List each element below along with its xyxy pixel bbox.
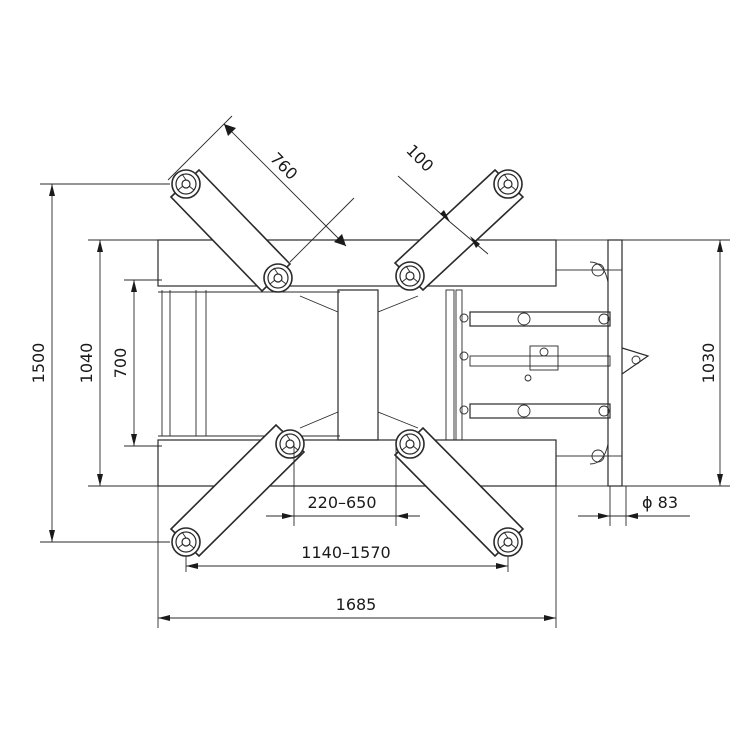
dim-frame-depth: 1040 <box>77 343 96 384</box>
pad-bottom-right-inner <box>395 429 425 459</box>
dim-arm-length: 760 <box>266 149 301 184</box>
pad-top-right-outer <box>493 169 523 199</box>
dimension-labels: 1500 1040 700 1030 760 100 220–650 1140–… <box>29 141 718 614</box>
pad-bottom-left-outer <box>171 527 201 557</box>
dim-end-depth: 1030 <box>699 343 718 384</box>
pad-top-left-inner <box>263 263 293 293</box>
dim-outer-pad-span: 1140–1570 <box>301 543 390 562</box>
dim-inner-pad-span: 220–650 <box>307 493 376 512</box>
pad-bottom-left-inner <box>275 429 305 459</box>
pad-bottom-right-outer <box>493 527 523 557</box>
dim-overall-length: 1685 <box>336 595 377 614</box>
lift-frame <box>157 239 650 487</box>
dim-pad-offset: 100 <box>402 141 437 176</box>
dimension-lines <box>40 115 730 628</box>
dim-inner-depth: 700 <box>111 348 130 379</box>
dim-overall-depth: 1500 <box>29 343 48 384</box>
dim-wheel-diameter: ϕ 83 <box>642 493 678 512</box>
pad-top-right-inner <box>395 261 425 291</box>
pad-top-left-outer <box>171 169 201 199</box>
